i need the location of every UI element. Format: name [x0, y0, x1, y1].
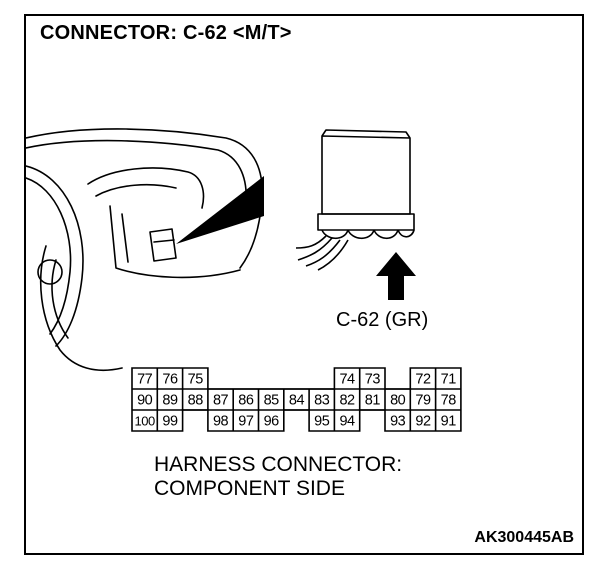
- lower-dash-line: [121, 213, 129, 263]
- pin-84: 84: [289, 393, 305, 409]
- pin-77: 77: [137, 372, 153, 388]
- pointer-wedge: [176, 176, 264, 244]
- caption-line-2: COMPONENT SIDE: [154, 477, 345, 500]
- pin-81: 81: [365, 393, 381, 409]
- knee-panel: [39, 245, 123, 372]
- pin-79: 79: [415, 393, 431, 409]
- pin-80: 80: [390, 393, 406, 409]
- diagram-frame: CONNECTOR: C-62 <M/T>: [24, 14, 584, 555]
- dashboard-outline: [26, 128, 263, 269]
- pin-98: 98: [213, 414, 229, 430]
- pin-89: 89: [162, 393, 178, 409]
- wire-2: [297, 237, 333, 261]
- connector-outline: [131, 367, 462, 432]
- pin-87: 87: [213, 393, 229, 409]
- pin-91: 91: [441, 414, 457, 430]
- component-location-box: [149, 228, 177, 262]
- pin-90: 90: [137, 393, 153, 409]
- pin-75: 75: [188, 372, 204, 388]
- pin-78: 78: [441, 393, 457, 409]
- gauge-hood-inner: [95, 183, 177, 197]
- ecu-body: [321, 135, 411, 215]
- pin-73: 73: [365, 372, 381, 388]
- pin-95: 95: [314, 414, 330, 430]
- ecu-top-edge: [321, 129, 411, 139]
- ignition-circle: [37, 259, 63, 285]
- ecu-connector-shell: [317, 213, 415, 231]
- harness-connector-caption: HARNESS CONNECTOR: COMPONENT SIDE: [154, 453, 402, 501]
- lower-dash-panel: [109, 205, 241, 279]
- pin-74: 74: [339, 372, 355, 388]
- pin-99: 99: [162, 414, 178, 430]
- pin-86: 86: [238, 393, 254, 409]
- gauge-hood: [87, 167, 205, 209]
- pin-76: 76: [162, 372, 178, 388]
- connector-cell-lines: [156, 368, 437, 431]
- figure-id: AK300445AB: [474, 529, 574, 546]
- steering-wheel-inner: [26, 177, 72, 335]
- pin-88: 88: [188, 393, 204, 409]
- steering-wheel-outer: [26, 165, 84, 347]
- up-arrow: [376, 252, 416, 300]
- pin-72: 72: [415, 372, 431, 388]
- column-cover: [51, 259, 69, 339]
- pin-96: 96: [264, 414, 280, 430]
- ecu-wire-grommets: [321, 229, 415, 240]
- pin-71: 71: [441, 372, 457, 388]
- pin-93: 93: [390, 414, 406, 430]
- wire-4: [317, 239, 349, 271]
- connector-row-lines: [132, 388, 461, 411]
- caption-line-1: HARNESS CONNECTOR:: [154, 453, 403, 476]
- pin-85: 85: [264, 393, 280, 409]
- connector-label: C-62 (GR): [336, 309, 429, 331]
- diagram-title: CONNECTOR: C-62 <M/T>: [40, 22, 292, 44]
- vehicle-illustration: [26, 128, 416, 372]
- pin-83: 83: [314, 393, 330, 409]
- wire-1: [295, 235, 327, 249]
- pin-94: 94: [339, 414, 355, 430]
- pin-100: 100: [135, 414, 155, 429]
- dashboard-top-edge: [26, 139, 248, 205]
- harness-connector-face: 77 76 75 74 73 72 71 90 89 88 87 86 85 84 83 82 81 80 79 78…: [131, 367, 462, 432]
- pin-82: 82: [339, 393, 355, 409]
- wire-3: [305, 239, 341, 267]
- pin-97: 97: [238, 414, 254, 430]
- pin-92: 92: [415, 414, 431, 430]
